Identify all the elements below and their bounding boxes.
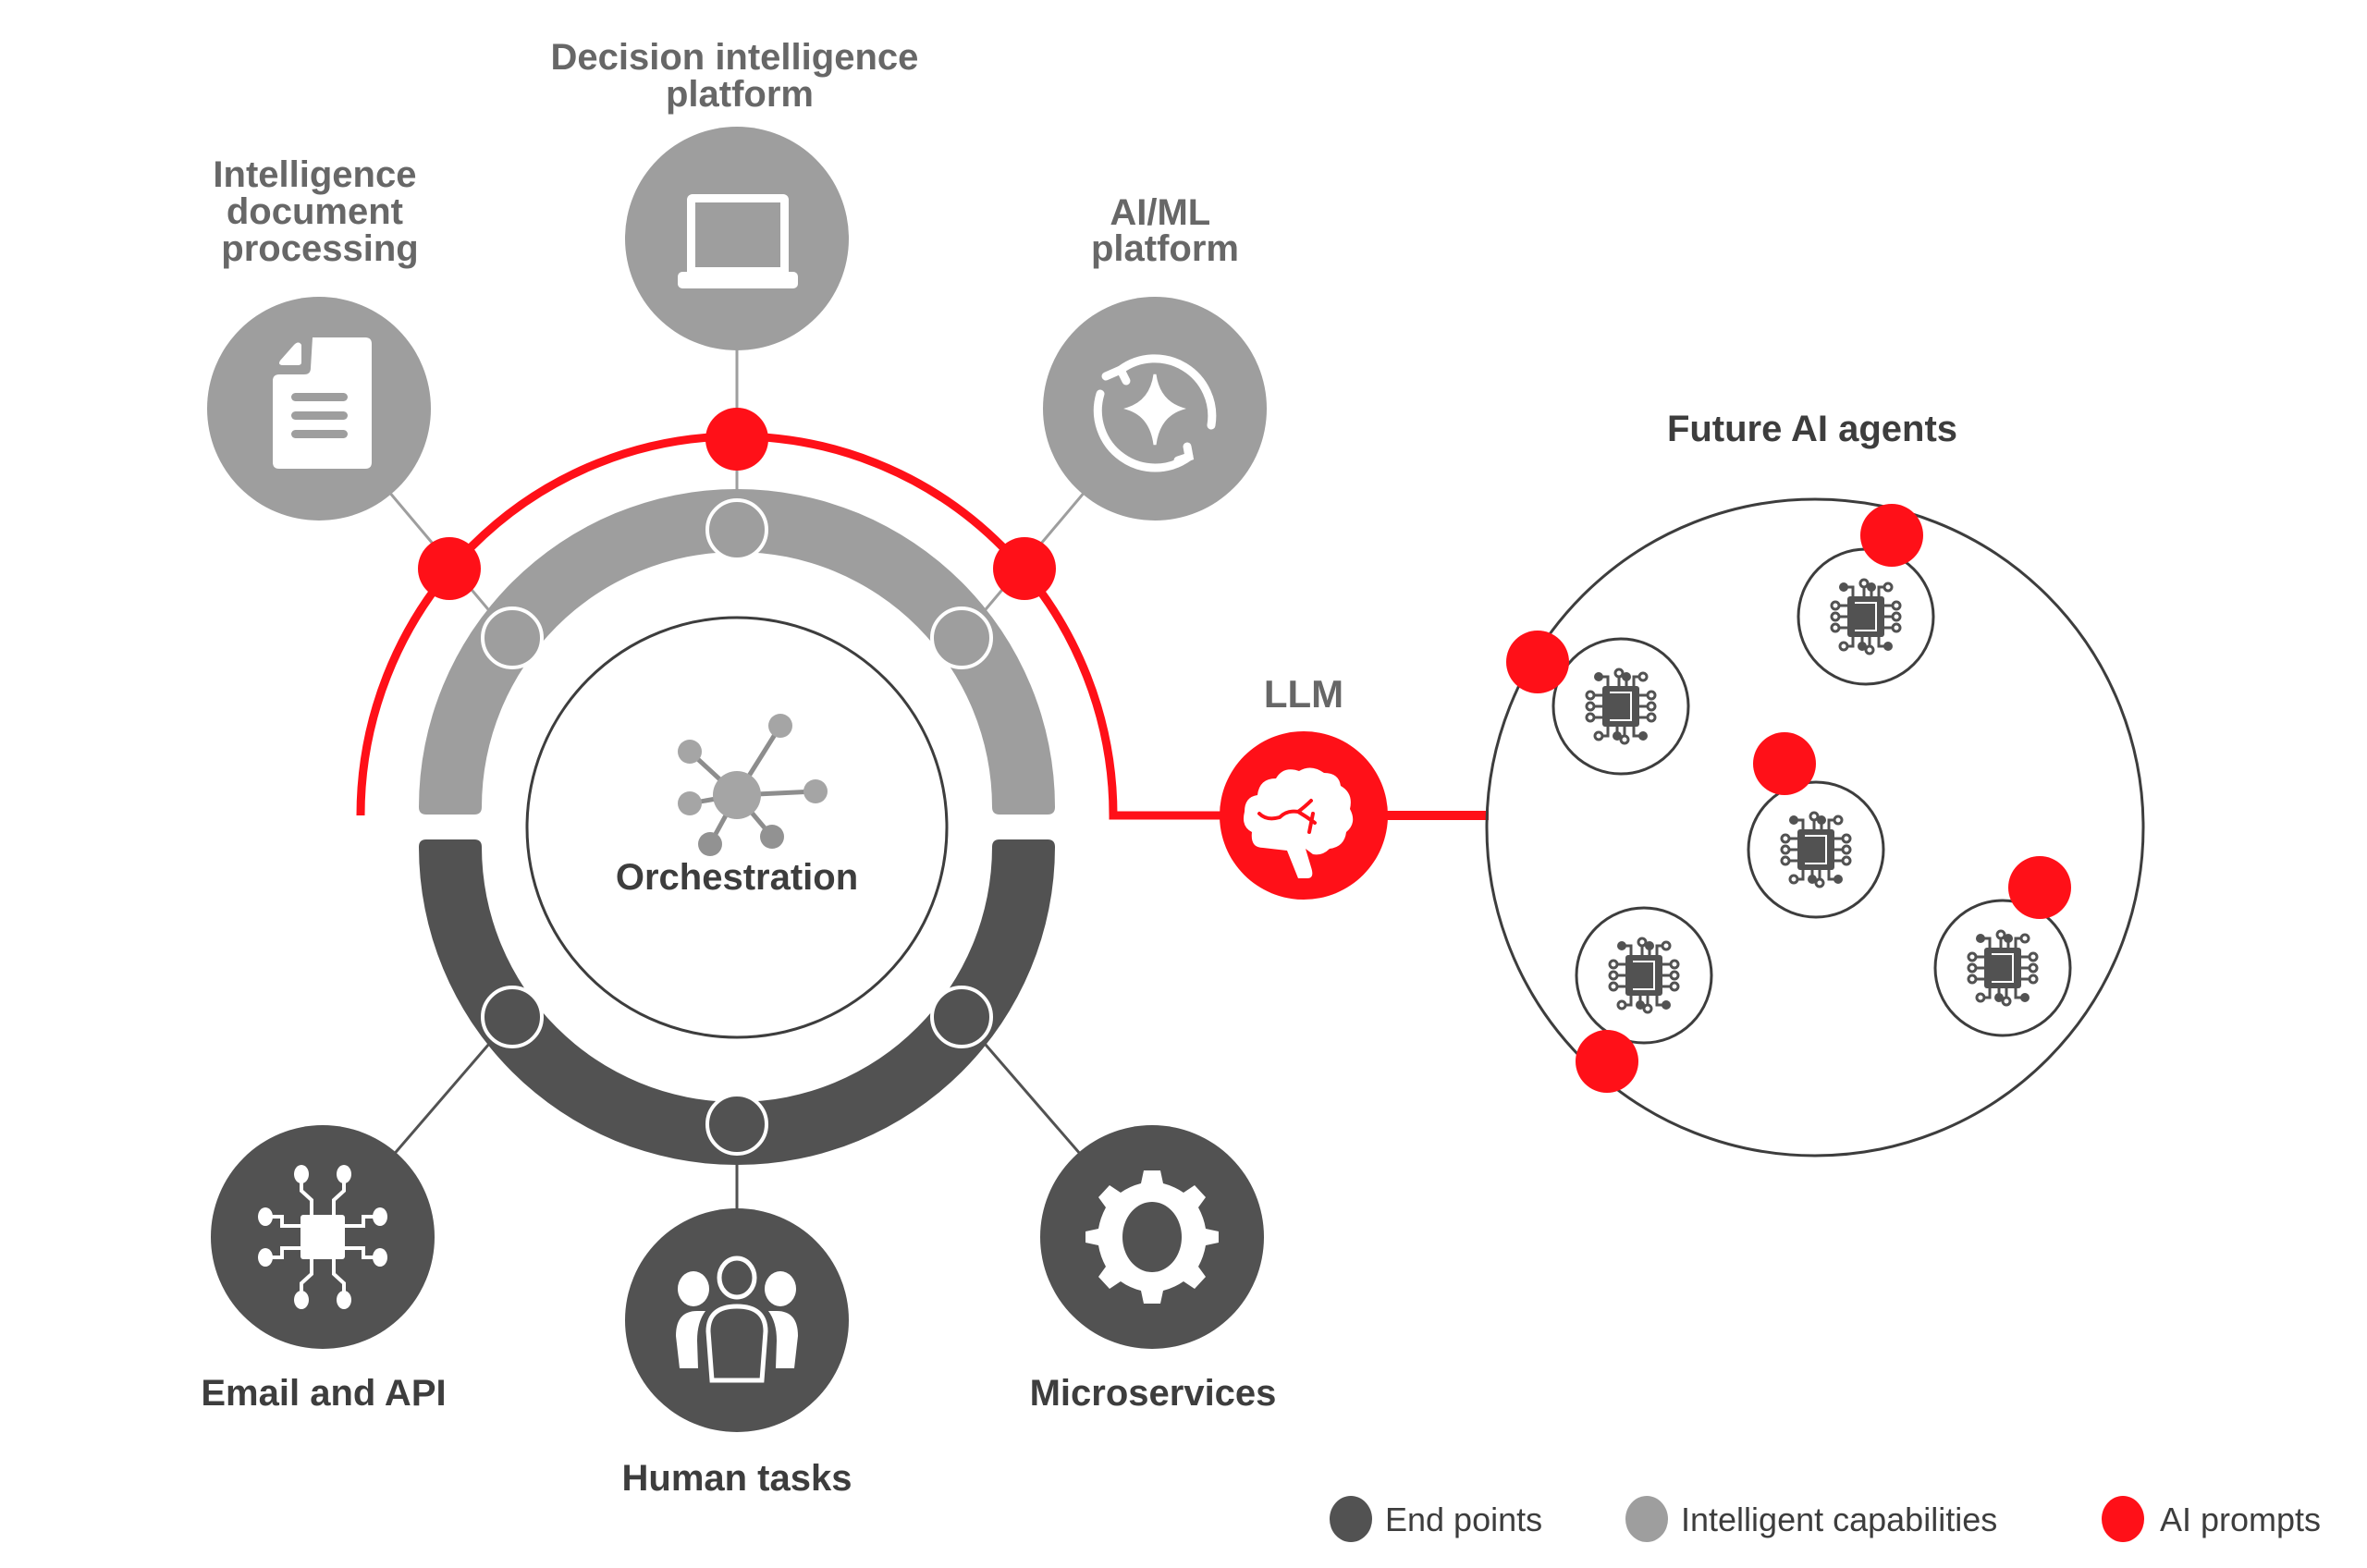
legend-item-intelligent-capabilities: Intelligent capabilities [1625, 1496, 1997, 1542]
ai-prompt-dot-dip [705, 408, 768, 471]
ai-prompt-dot-agent [1860, 504, 1923, 567]
capability-node-idp [481, 606, 544, 669]
ai-prompt-dot-agent [1576, 1030, 1638, 1093]
orchestration-label: Orchestration [616, 857, 858, 898]
endpoint-human-tasks[interactable] [625, 1208, 849, 1432]
capability-node-dip [705, 498, 768, 561]
legend-swatch-ai-prompts [2102, 1496, 2144, 1542]
legend-item-ai-prompts: AI prompts [2102, 1496, 2321, 1542]
legend-item-end-points: End points [1330, 1496, 1542, 1542]
sparkle-refresh-icon [1093, 354, 1217, 472]
agent[interactable] [1797, 547, 1935, 686]
network-hub-icon [678, 714, 828, 856]
future-agents-container [1485, 497, 2145, 1158]
capability-node-aiml [930, 606, 993, 669]
future-agents-title: Future AI agents [1667, 409, 1957, 449]
agent[interactable] [1575, 906, 1713, 1045]
intelligent-capabilities-band [419, 489, 1055, 815]
endpoint-label-human-tasks: Human tasks [622, 1458, 852, 1499]
legend-label-ai-prompts: AI prompts [2160, 1501, 2321, 1538]
agent[interactable] [1747, 780, 1885, 919]
ai-prompt-dot-agent [2008, 856, 2071, 919]
legend-swatch-end-points [1330, 1496, 1372, 1542]
endpoint-email-api[interactable] [211, 1125, 435, 1349]
ai-prompt-dot-idp [418, 537, 481, 600]
orchestration-core[interactable] [525, 616, 949, 1039]
laptop-icon [678, 194, 798, 288]
capability-label-idp: Intelligence document processing [213, 154, 426, 269]
ai-prompt-dot-agent [1753, 732, 1816, 795]
endpoint-label-microservices: Microservices [1030, 1373, 1277, 1414]
end-points-band [419, 839, 1055, 1165]
legend-label-end-points: End points [1385, 1501, 1542, 1538]
capability-aiml[interactable] [1043, 297, 1267, 521]
gear-icon [1085, 1170, 1219, 1304]
people-group-icon [676, 1256, 798, 1383]
agent[interactable] [1551, 637, 1690, 776]
endpoint-node-email-api [481, 986, 544, 1048]
endpoint-node-human-tasks [705, 1093, 768, 1156]
legend-label-intelligent-capabilities: Intelligent capabilities [1681, 1501, 1997, 1538]
capability-label-dip: Decision intelligence platform [550, 37, 928, 115]
endpoint-node-microservices [930, 986, 993, 1048]
capability-label-aiml: AI/ML platform [1091, 192, 1239, 269]
endpoint-microservices[interactable] [1040, 1125, 1264, 1349]
llm-node[interactable] [1220, 731, 1388, 900]
circuit-chip-icon [258, 1165, 387, 1309]
legend: End points Intelligent capabilities AI p… [1330, 1496, 2321, 1542]
ai-prompt-dot-agent [1506, 631, 1569, 693]
agent[interactable] [1933, 899, 2072, 1037]
legend-swatch-intelligent-capabilities [1625, 1496, 1668, 1542]
capability-idp[interactable] [207, 297, 431, 521]
capability-dip[interactable] [625, 127, 849, 350]
llm-label: LLM [1264, 672, 1343, 716]
brain-icon [1244, 767, 1354, 878]
ai-prompt-dot-aiml [993, 537, 1056, 600]
endpoint-label-email-api: Email and API [201, 1373, 446, 1414]
document-icon [273, 337, 372, 469]
